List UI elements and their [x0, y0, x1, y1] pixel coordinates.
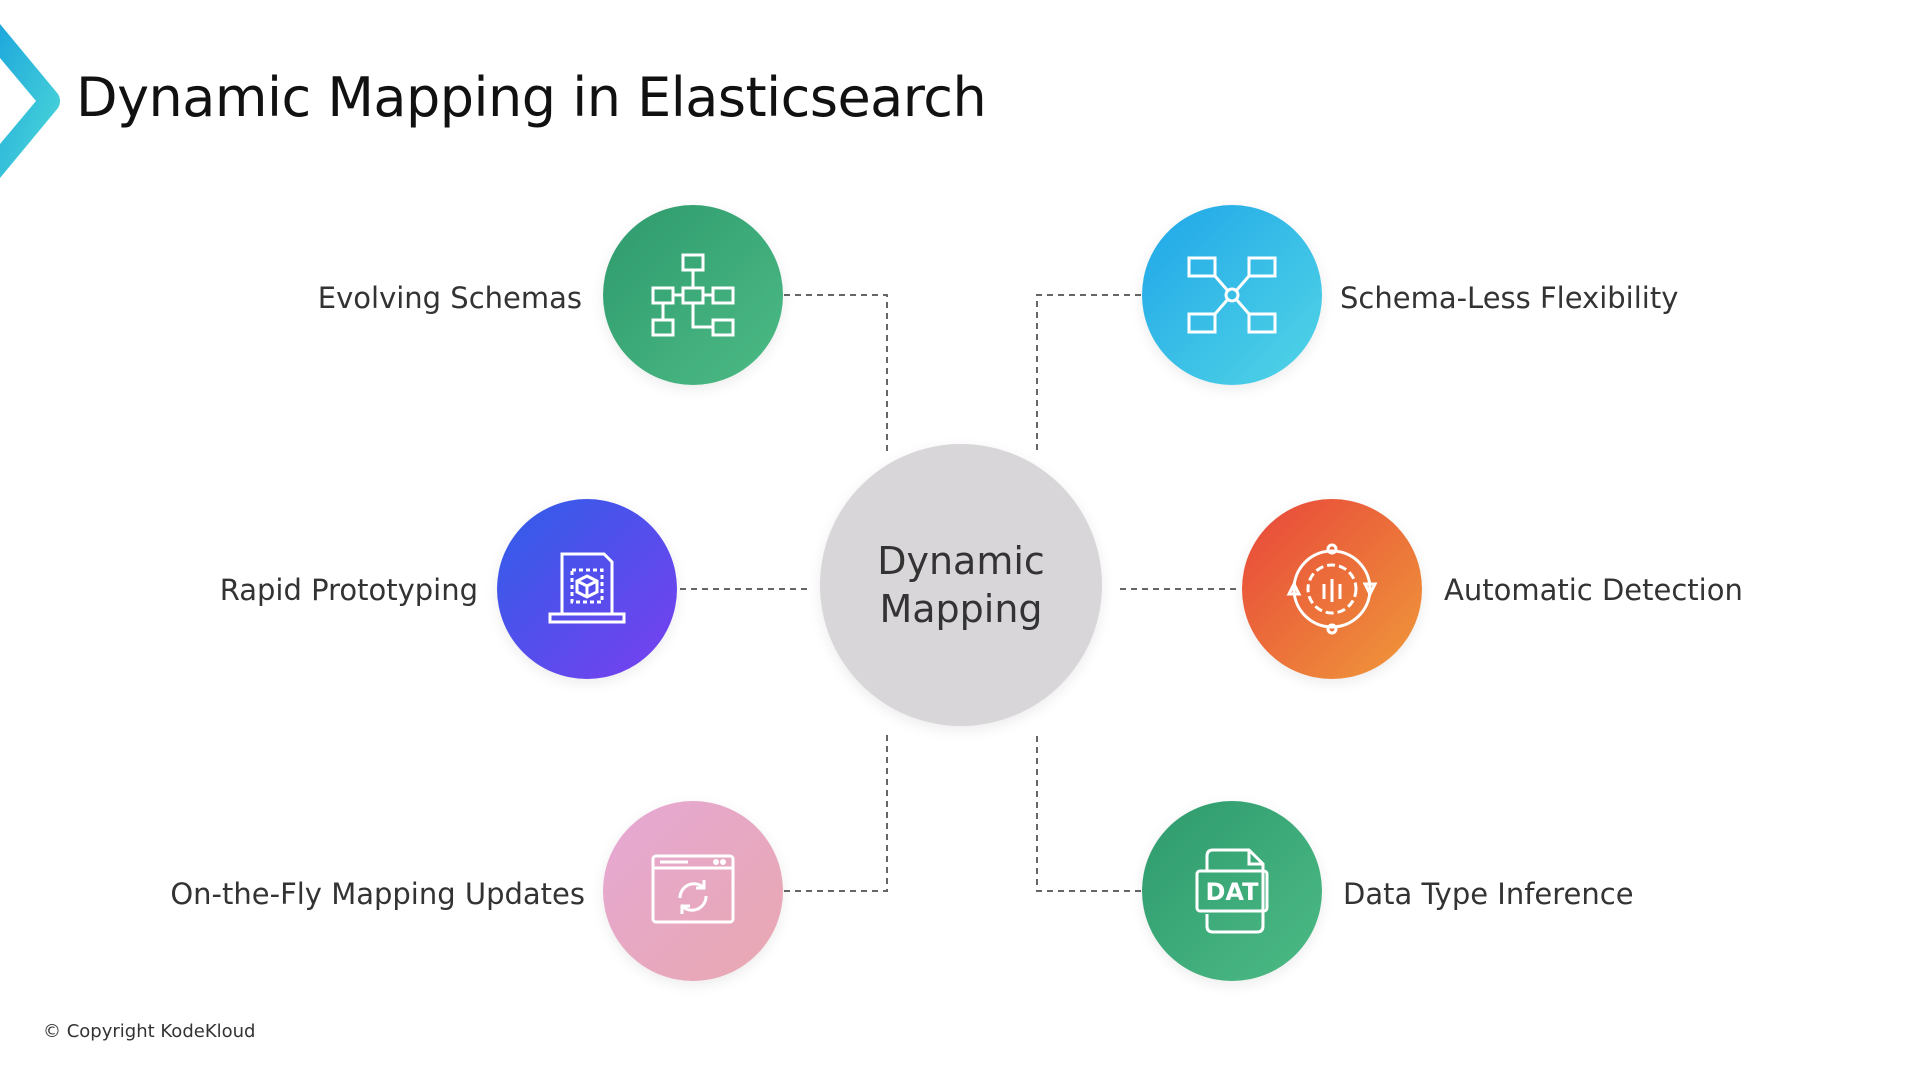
browser-refresh-icon [651, 854, 735, 924]
evolving-schemas-circle [603, 205, 783, 385]
svg-text:DAT: DAT [1205, 878, 1259, 906]
gear-chip-icon [1286, 543, 1378, 635]
schema-tree-icon [651, 253, 735, 337]
on-the-fly-circle [603, 801, 783, 981]
copyright: © Copyright KodeKloud [43, 1021, 256, 1042]
rapid-prototyping-circle [497, 499, 677, 679]
label-evolving-schemas: Evolving Schemas [317, 281, 582, 315]
label-schema-less-flexibility: Schema-Less Flexibility [1340, 281, 1679, 315]
center-dynamic-mapping: Dynamic Mapping [820, 444, 1102, 726]
prototype-cube-icon [548, 552, 626, 624]
center-line-1: Dynamic [877, 539, 1045, 583]
center-line-2: Mapping [879, 587, 1043, 631]
schema-less-circle [1142, 205, 1322, 385]
dat-file-icon: DAT [1195, 848, 1269, 934]
label-data-type-inference: Data Type Inference [1343, 877, 1634, 911]
page-title: Dynamic Mapping in Elasticsearch [76, 66, 987, 129]
network-icon [1187, 256, 1277, 334]
data-type-inference-circle: DAT [1142, 801, 1322, 981]
label-on-the-fly-mapping-updates: On-the-Fly Mapping Updates [170, 877, 585, 911]
automatic-detection-circle [1242, 499, 1422, 679]
kodekloud-logo-chevron [0, 24, 60, 178]
label-automatic-detection: Automatic Detection [1444, 573, 1743, 607]
label-rapid-prototyping: Rapid Prototyping [219, 573, 478, 607]
